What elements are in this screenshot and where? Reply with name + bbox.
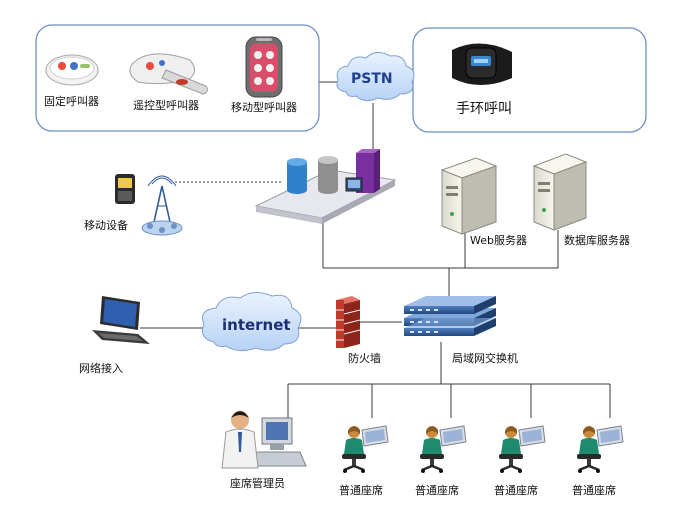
mobile-phone-icon [115,174,135,204]
mobile-caller-label: 移动型呼叫器 [231,101,297,114]
pstn-cloud [336,52,415,102]
network-switch-icon [404,296,496,336]
wristband-panel [412,27,647,133]
seat-label-4: 普通座席 [572,484,616,497]
seat-label-1: 普通座席 [339,484,383,497]
web-server-icon [440,157,498,235]
fixed-caller-icon [45,54,99,86]
lan-switch-label: 局域网交换机 [452,352,518,365]
admin-seat-label: 座席管理员 [230,477,285,490]
db-server-label: 数据库服务器 [564,234,630,247]
seat-label-2: 普通座席 [415,484,459,497]
db-server-icon [532,153,588,231]
seat-label-3: 普通座席 [494,484,538,497]
seat-operator-icon-2 [418,424,468,475]
pstn-label: PSTN [351,71,393,87]
connection-lines [140,81,611,418]
remote-caller-icon [129,53,208,95]
wristband-icon [452,43,512,85]
seat-operator-icon-4 [575,424,625,475]
server-platform-icon [254,149,397,224]
fixed-caller-label: 固定呼叫器 [44,95,99,108]
signal-tower-icon [141,175,183,236]
seat-operator-icon-1 [340,424,390,475]
seat-operator-icon-3 [497,424,547,475]
admin-operator-icon [221,411,307,469]
mobile-device-label: 移动设备 [84,219,128,232]
mobile-caller-icon [245,36,283,98]
network-access-label: 网络接入 [79,362,123,375]
laptop-icon [92,296,150,344]
internet-cloud [201,292,302,352]
internet-label: internet [222,316,291,334]
firewall-label: 防火墙 [348,352,381,365]
web-server-label: Web服务器 [470,234,527,247]
remote-caller-label: 遥控型呼叫器 [133,99,199,112]
firewall-icon [336,296,361,348]
wristband-label: 手环呼叫 [456,101,512,117]
